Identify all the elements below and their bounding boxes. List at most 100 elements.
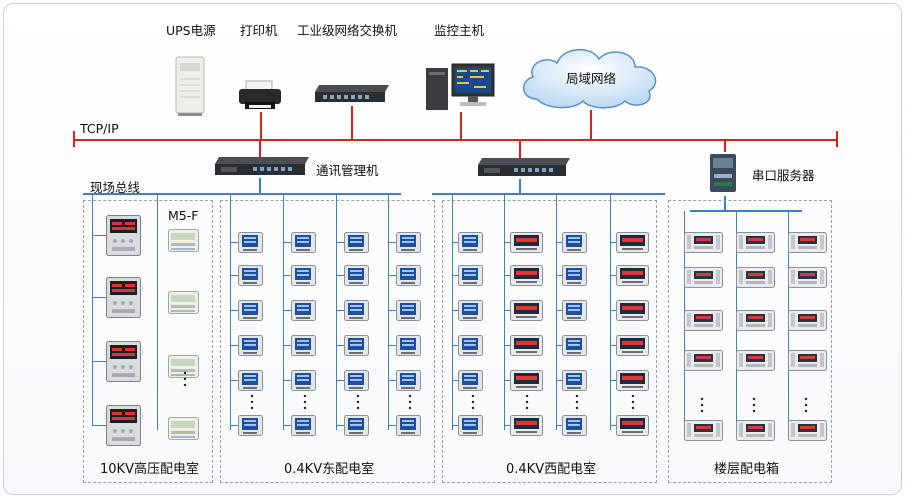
din-meter-icon <box>736 267 775 288</box>
serial-drop <box>724 140 726 152</box>
comm-manager-icon-2 <box>478 158 570 176</box>
west-branch <box>452 310 458 311</box>
east-branch <box>336 345 344 346</box>
zone-west-room <box>442 200 657 483</box>
floor-bus <box>690 210 802 212</box>
meter-icon <box>291 265 316 286</box>
serial-server-icon <box>710 154 736 192</box>
west-branch <box>504 275 510 276</box>
m5f-module-icon <box>168 291 199 314</box>
meter-icon <box>238 265 263 286</box>
relay-icon <box>106 405 141 446</box>
hv-branch <box>92 297 106 298</box>
din-meter-icon <box>684 310 723 331</box>
hv-room-label: 10KV高压配电室 <box>100 462 199 477</box>
hv-trunk <box>92 195 93 425</box>
floor-more-dots <box>804 397 808 413</box>
east-branch <box>230 345 238 346</box>
meter-icon <box>616 232 649 253</box>
west-branch <box>504 425 510 426</box>
east-branch <box>388 242 396 243</box>
comm1-bus-riser <box>259 178 261 194</box>
meter-icon <box>238 370 263 391</box>
east-branch <box>283 275 291 276</box>
relay-icon <box>106 215 141 256</box>
m5f-module-icon <box>168 417 199 440</box>
din-meter-icon <box>684 267 723 288</box>
comm-manager-label: 通讯管理机 <box>316 163 379 178</box>
field-bus-left <box>83 193 401 195</box>
meter-icon <box>562 300 587 321</box>
meter-icon <box>238 335 263 356</box>
meter-icon <box>458 335 483 356</box>
din-meter-icon <box>788 310 827 331</box>
east-branch <box>388 425 396 426</box>
meter-icon <box>458 300 483 321</box>
din-meter-icon <box>736 232 775 253</box>
west-more-dots <box>525 394 529 410</box>
west-branch <box>452 242 458 243</box>
west-more-dots <box>631 394 635 410</box>
east-more-dots <box>303 394 307 410</box>
west-branch <box>610 345 616 346</box>
west-branch <box>556 275 562 276</box>
east-column-bus <box>336 195 337 430</box>
meter-icon <box>291 370 316 391</box>
meter-icon <box>291 300 316 321</box>
meter-icon <box>616 370 649 391</box>
printer-label: 打印机 <box>240 23 278 38</box>
east-branch <box>388 380 396 381</box>
east-branch <box>283 380 291 381</box>
din-meter-icon <box>684 350 723 371</box>
meter-icon <box>238 300 263 321</box>
east-branch <box>230 242 238 243</box>
east-more-dots <box>408 394 412 410</box>
meter-icon <box>458 265 483 286</box>
din-meter-icon <box>788 267 827 288</box>
hv-branch <box>92 425 106 426</box>
east-branch <box>283 310 291 311</box>
meter-icon <box>510 415 543 436</box>
meter-icon <box>344 232 369 253</box>
din-meter-icon <box>788 232 827 253</box>
meter-icon <box>510 335 543 356</box>
meter-icon <box>562 232 587 253</box>
east-branch <box>230 275 238 276</box>
cloud-icon <box>523 49 657 109</box>
west-branch <box>504 310 510 311</box>
din-meter-icon <box>736 310 775 331</box>
monitor-host-label: 监控主机 <box>434 23 485 38</box>
meter-icon <box>396 232 421 253</box>
east-branch <box>283 345 291 346</box>
west-branch <box>452 345 458 346</box>
east-branch <box>230 425 238 426</box>
din-meter-icon <box>736 420 775 441</box>
serial-bus-riser <box>724 196 726 210</box>
meter-icon <box>562 265 587 286</box>
din-meter-icon <box>684 232 723 253</box>
ups-icon <box>175 56 205 116</box>
field-bus-right <box>432 193 665 195</box>
meter-icon <box>396 300 421 321</box>
east-branch <box>336 425 344 426</box>
east-branch <box>283 425 291 426</box>
east-branch <box>336 310 344 311</box>
meter-icon <box>344 300 369 321</box>
meter-icon <box>616 265 649 286</box>
east-branch <box>336 380 344 381</box>
east-more-dots <box>250 394 254 410</box>
meter-icon <box>238 415 263 436</box>
west-branch <box>504 242 510 243</box>
din-meter-icon <box>736 350 775 371</box>
west-more-dots <box>575 394 579 410</box>
comm-manager-icon <box>215 157 309 175</box>
east-branch <box>336 275 344 276</box>
hv-branch <box>92 361 106 362</box>
meter-icon <box>291 335 316 356</box>
relay-icon <box>106 341 141 382</box>
west-branch <box>504 380 510 381</box>
hv-module-trunk <box>157 195 158 430</box>
printer-drop <box>260 112 262 140</box>
lan-label: 局域网络 <box>566 71 617 86</box>
ups-label: UPS电源 <box>166 23 216 38</box>
